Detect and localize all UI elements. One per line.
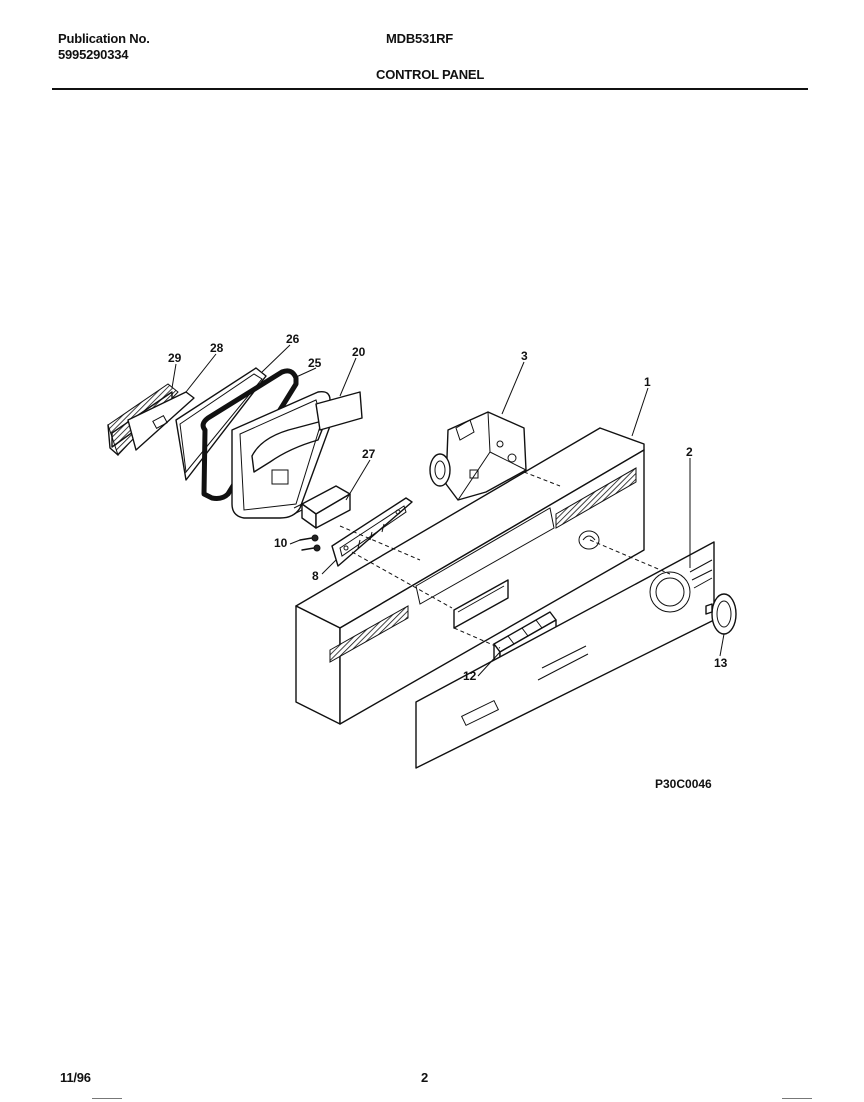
part-28-overlay [127, 391, 195, 451]
model-number: MDB531RF [386, 31, 454, 46]
leader-lines [171, 344, 725, 677]
callout-28: 28 [210, 341, 224, 355]
callout-1: 1 [644, 375, 651, 389]
callout-20: 20 [352, 345, 366, 359]
part-25-seal [200, 368, 299, 501]
part-10-screws [299, 534, 321, 552]
section-title: CONTROL PANEL [376, 67, 485, 82]
callout-8: 8 [312, 569, 319, 583]
callout-13: 13 [714, 656, 728, 670]
callout-26: 26 [286, 332, 300, 346]
callout-10: 10 [274, 536, 288, 550]
callout-3: 3 [521, 349, 528, 363]
header-rule [52, 88, 808, 90]
part-1-console [295, 427, 645, 725]
publication-label: Publication No. [58, 31, 150, 46]
callout-29: 29 [168, 351, 182, 365]
callout-2: 2 [686, 445, 693, 459]
part-8-bracket [331, 497, 413, 567]
assembly-lines [339, 471, 671, 649]
footer-mark-right [782, 1098, 812, 1099]
part-3-timer [429, 411, 527, 501]
part-20-dispenser [231, 390, 363, 519]
drawing-code: P30C0046 [655, 777, 712, 791]
callout-25: 25 [308, 356, 322, 370]
part-27-switch [293, 485, 351, 529]
publication-number: 5995290334 [58, 47, 129, 62]
footer-mark-left [92, 1098, 122, 1099]
callout-27: 27 [362, 447, 376, 461]
callout-12: 12 [463, 669, 477, 683]
footer-date: 11/96 [60, 1070, 91, 1085]
footer-page-number: 2 [421, 1070, 429, 1085]
